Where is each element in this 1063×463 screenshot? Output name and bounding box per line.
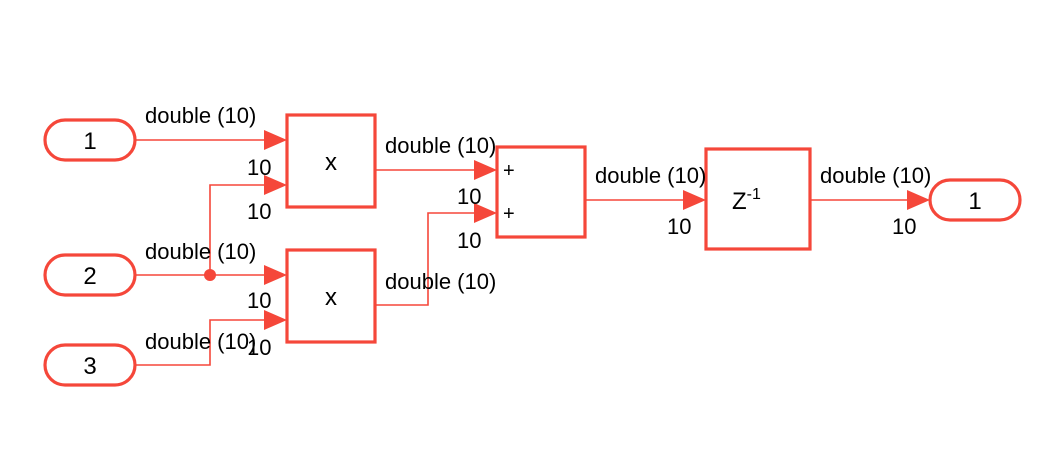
signal-label-in3: double (10)	[145, 329, 256, 354]
signal-label-delay-out: double (10)	[820, 163, 931, 188]
signal-label-in2: double (10)	[145, 239, 256, 264]
dimension-labels: 10 10 10 10 10 10 10 10	[247, 155, 916, 360]
arrow-product1-input1	[264, 130, 287, 150]
signal-label-product1-out: double (10)	[385, 133, 496, 158]
inport-1[interactable]: 1	[43, 118, 137, 162]
inport-3[interactable]: 3	[43, 343, 137, 387]
sum-sign-1: +	[503, 160, 515, 182]
dim-label-product1-in2: 10	[247, 199, 271, 224]
signal-label-product2-out: double (10)	[385, 269, 496, 294]
inport-2[interactable]: 2	[43, 253, 137, 297]
arrowheads	[264, 130, 930, 330]
signal-labels: double (10) double (10) double (10) doub…	[145, 103, 931, 354]
unit-delay-block[interactable]: Z-1	[704, 147, 812, 251]
inport-3-label: 3	[83, 353, 96, 380]
wire-in2-branch-to-product1[interactable]	[209, 184, 270, 275]
sum-sign-2: +	[503, 203, 515, 225]
dim-label-sum-in2: 10	[457, 228, 481, 253]
arrow-product1-input2	[264, 175, 287, 195]
branch-point	[204, 269, 216, 281]
unit-delay-label: Z-1	[732, 186, 761, 215]
dim-label-outport-in: 10	[892, 214, 916, 239]
signal-label-sum-out: double (10)	[595, 163, 706, 188]
dim-label-sum-in1: 10	[457, 184, 481, 209]
product-block-1[interactable]: x	[285, 113, 377, 209]
signal-wires	[136, 139, 914, 366]
arrow-sum-input2	[474, 203, 497, 223]
inport-1-label: 1	[83, 128, 96, 155]
unit-delay-base: Z	[732, 188, 747, 215]
outport-1-label: 1	[968, 188, 981, 215]
outport-1[interactable]: 1	[928, 178, 1022, 222]
signal-label-in1: double (10)	[145, 103, 256, 128]
product-block-2[interactable]: x	[285, 248, 377, 344]
dim-label-product2-in1: 10	[247, 288, 271, 313]
product-block-2-label: x	[325, 284, 337, 311]
arrow-product2-input2	[264, 310, 287, 330]
arrow-delay-input	[683, 190, 706, 210]
arrow-sum-input1	[474, 160, 497, 180]
dim-label-product1-in1: 10	[247, 155, 271, 180]
dim-label-delay-in: 10	[667, 214, 691, 239]
inport-2-label: 2	[83, 263, 96, 290]
unit-delay-exponent: -1	[747, 186, 761, 203]
product-block-1-label: x	[325, 149, 337, 176]
arrow-outport-input	[907, 190, 930, 210]
wire-in3-to-product2[interactable]	[136, 319, 270, 366]
sum-block[interactable]: + +	[495, 145, 587, 239]
arrow-product2-input1	[264, 265, 287, 285]
wire-product2-to-sum[interactable]	[376, 212, 480, 306]
dim-label-product2-in2: 10	[247, 335, 271, 360]
